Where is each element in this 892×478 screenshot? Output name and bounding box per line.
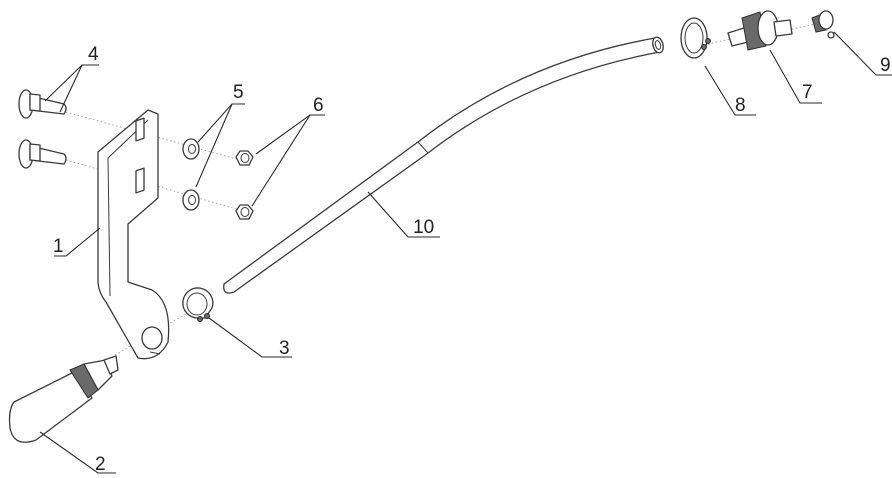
pivot-fitting — [727, 10, 793, 51]
leader-lines — [39, 31, 892, 474]
carriage-bolt-bottom — [18, 139, 67, 169]
callout-labels: 4 5 6 1 10 3 2 8 7 9 — [53, 44, 891, 475]
flat-washer-bottom — [182, 189, 200, 211]
handle-knob — [8, 355, 119, 443]
lock-nut-top — [235, 150, 254, 166]
assembly-centerlines — [65, 23, 816, 356]
flat-washer-top — [182, 138, 200, 160]
lock-nut-bottom — [235, 204, 254, 220]
callout-6: 6 — [313, 95, 324, 116]
control-rod — [223, 36, 664, 294]
callout-2: 2 — [95, 454, 106, 475]
callout-8: 8 — [735, 95, 746, 116]
callout-1: 1 — [53, 236, 64, 257]
end-cap-fitting — [811, 10, 835, 39]
callout-3: 3 — [279, 338, 290, 359]
callout-5: 5 — [233, 82, 244, 103]
carriage-bolt-top — [18, 89, 67, 119]
retaining-ring-lower — [182, 287, 214, 322]
callout-10: 10 — [413, 217, 434, 238]
retaining-ring-upper — [680, 17, 711, 59]
callout-9: 9 — [880, 55, 891, 76]
callout-4: 4 — [88, 44, 99, 65]
callout-7: 7 — [802, 82, 813, 103]
mounting-bracket — [97, 109, 170, 360]
